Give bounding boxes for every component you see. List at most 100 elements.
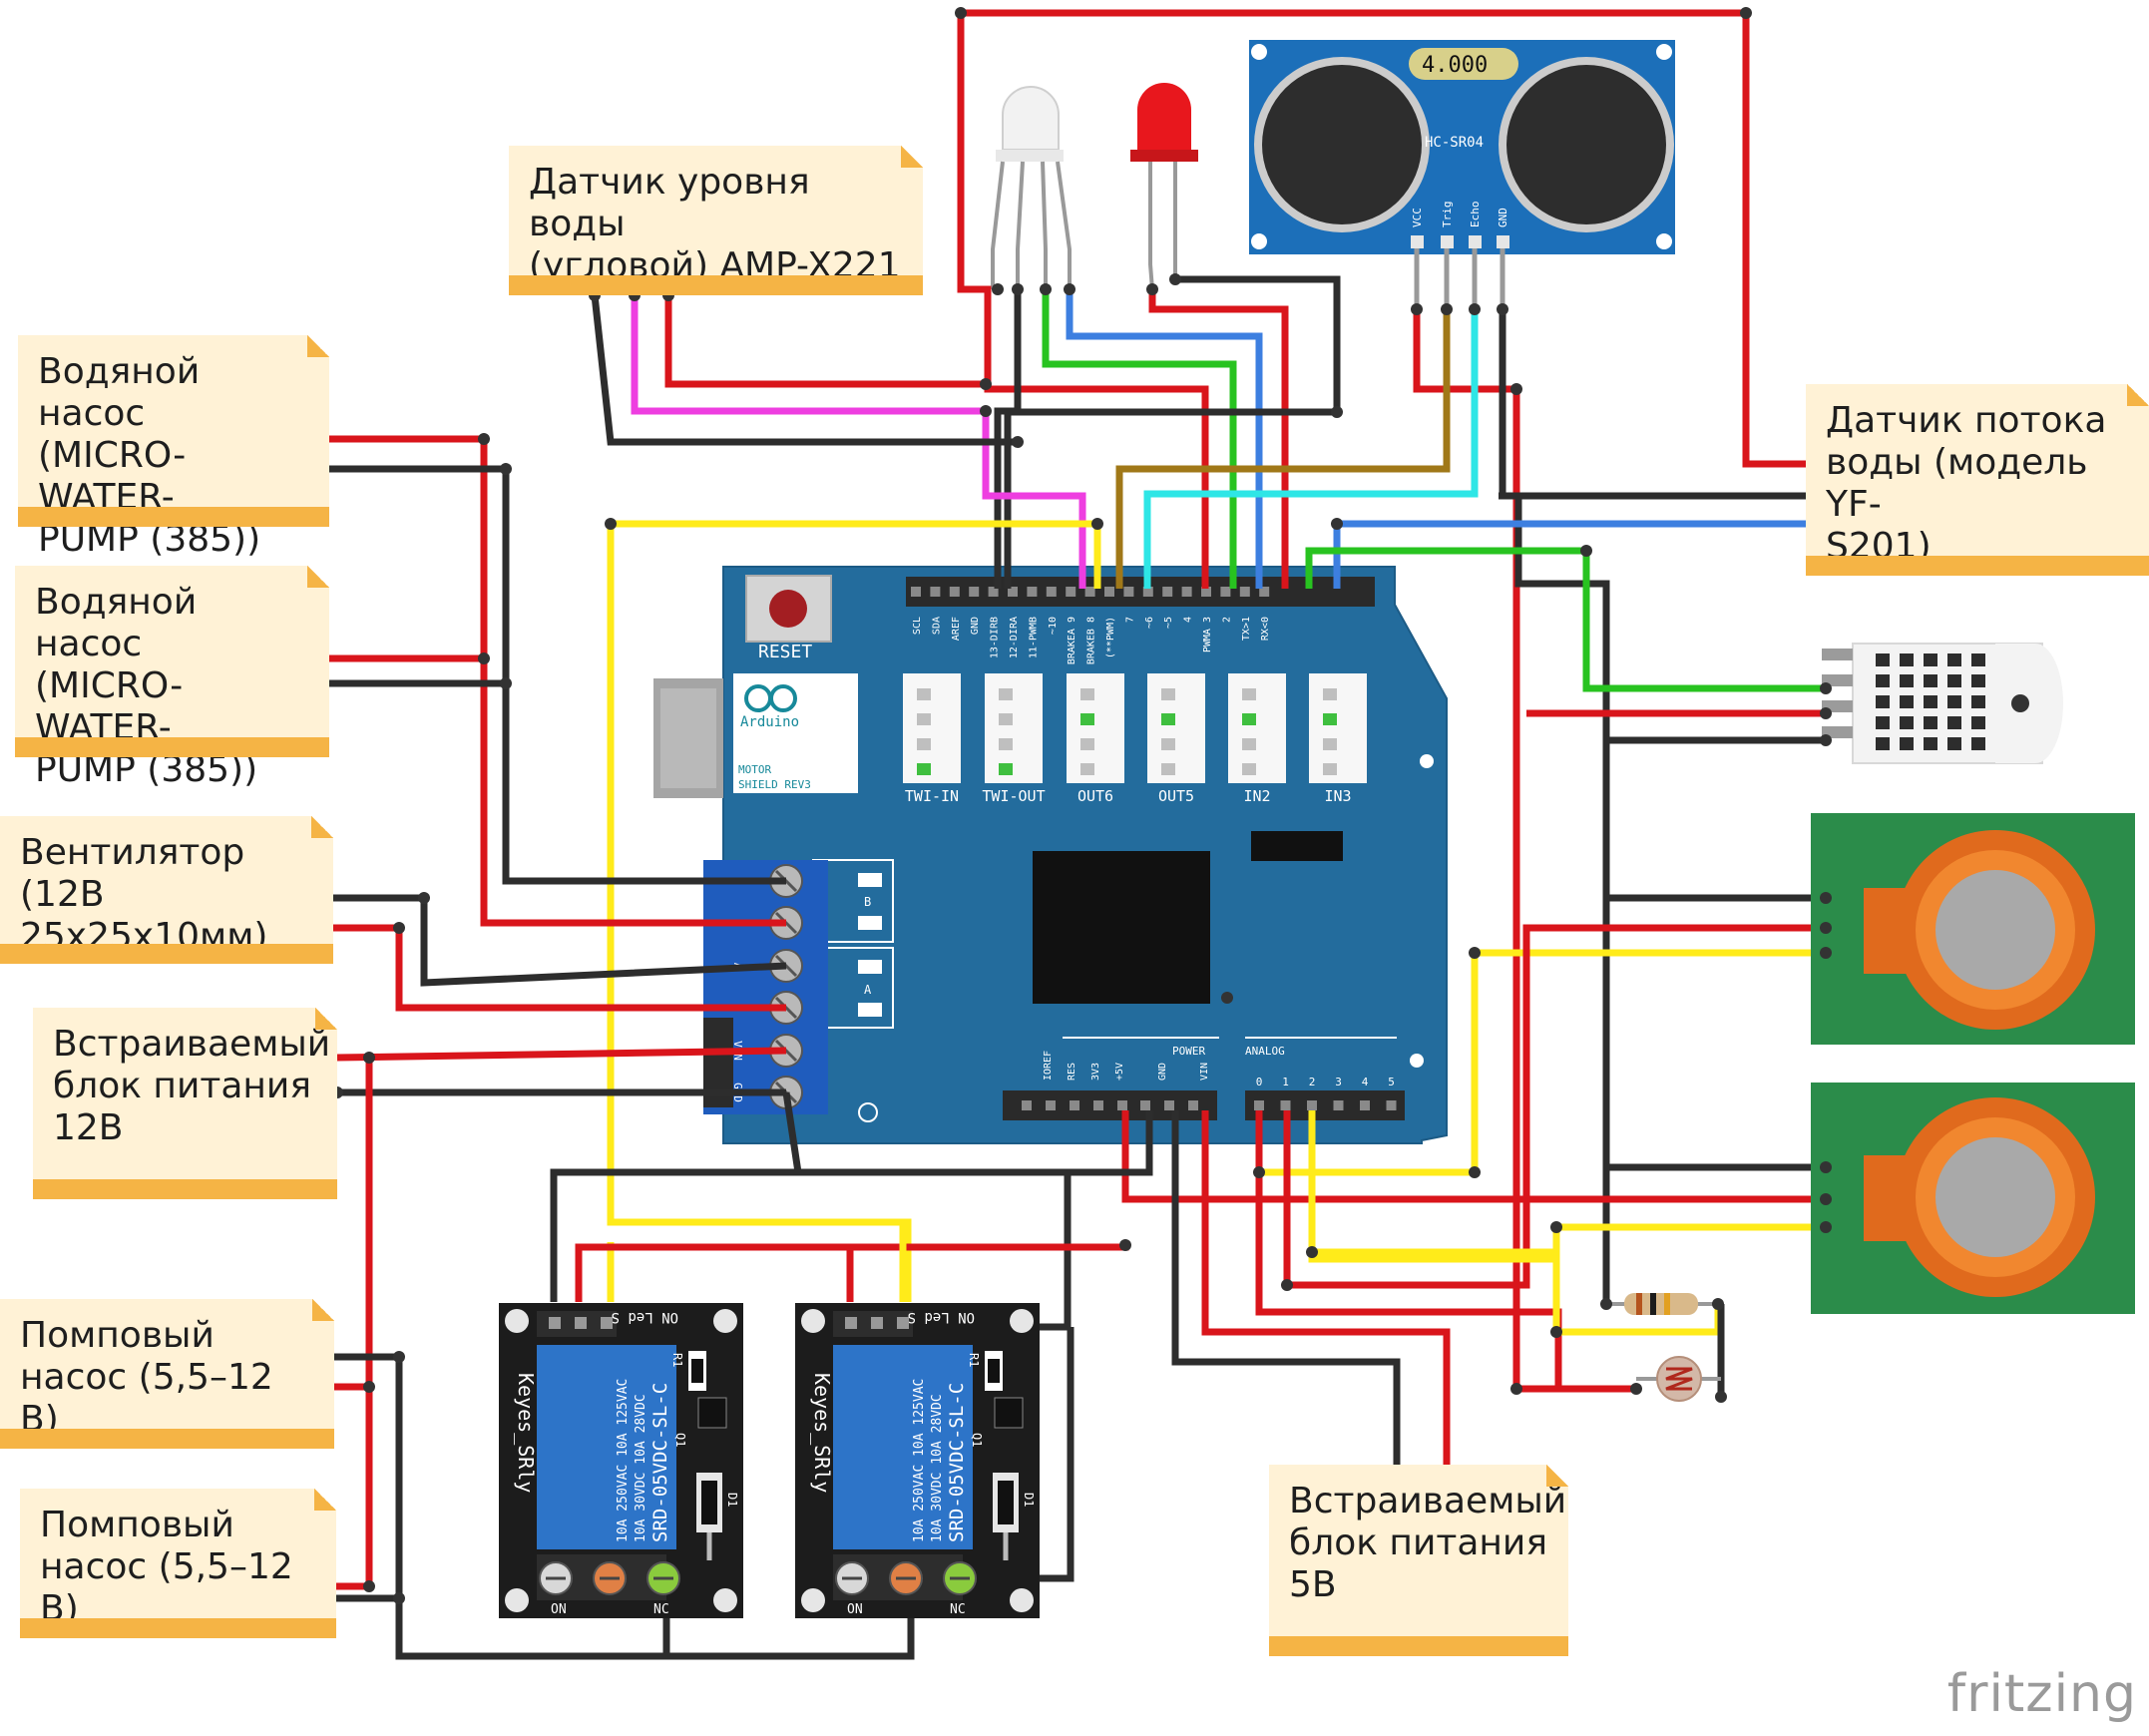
junction-dot	[1119, 1239, 1131, 1251]
relay-led-label: ON Led S	[908, 1309, 975, 1325]
relay-rating-1: 10A 250VAC 10A 125VAC	[912, 1379, 927, 1542]
junction-dot	[1630, 1383, 1642, 1395]
top-pin	[911, 587, 921, 597]
junction-dot	[1441, 303, 1453, 315]
top-pin-label: PWMA 3	[1202, 617, 1213, 652]
wire-junctions	[331, 7, 1832, 1604]
junction-dot	[393, 1592, 405, 1604]
top-pin	[1046, 587, 1057, 597]
wire	[329, 465, 786, 885]
analog-pin-label: 4	[1362, 1076, 1369, 1088]
junction-dot	[1469, 1166, 1481, 1178]
top-pin-label: GND	[970, 617, 981, 635]
junction-dot	[363, 1052, 375, 1064]
wire	[334, 1058, 373, 1590]
top-pin	[1162, 587, 1173, 597]
junction-dot	[1820, 707, 1832, 719]
rgb-led	[991, 86, 1072, 289]
analog-pin-label: 5	[1388, 1076, 1395, 1088]
junction-dot	[1411, 303, 1423, 315]
analog-header	[1245, 1090, 1405, 1120]
note-pump-1: Водяной насос (MICRO-WATER- PUMP (385))	[18, 335, 329, 560]
analog-pin-label: 3	[1335, 1076, 1342, 1088]
wire	[334, 1353, 670, 1660]
top-pin-label: BRAKEB 8	[1086, 617, 1097, 664]
junction-dot	[393, 922, 405, 934]
relay-rating-2: 10A 30VDC 10A 28VDC	[634, 1394, 648, 1542]
top-pin	[1239, 587, 1250, 597]
grove-connector	[903, 673, 961, 783]
connector-label: TWI-IN	[905, 787, 959, 805]
junction-dot	[1715, 1391, 1727, 1403]
note-text: Водяной насос (MICRO-WATER- PUMP (385))	[35, 582, 258, 790]
top-pin	[1008, 587, 1018, 597]
note-text: Датчик уровня воды (угловой) AMP-X221	[529, 162, 901, 286]
relay-brand: Keyes_SRly	[514, 1373, 538, 1493]
note-fan: Вентилятор (12В 25x25x10мм)	[0, 816, 333, 964]
resistor	[1606, 1293, 1718, 1315]
grove-connector	[1228, 673, 1286, 783]
junction-dot	[418, 892, 430, 904]
top-pin-label: TX>1	[1241, 617, 1252, 641]
note-dosing-pump-2: Помповый насос (5,5–12 В)	[20, 1489, 336, 1638]
power-pin-label: 3V3	[1090, 1063, 1101, 1081]
top-pin	[1066, 587, 1076, 597]
top-pin-label: 13-DIRB	[990, 617, 1001, 658]
junction-dot	[1091, 518, 1103, 530]
relay-r1: R1	[967, 1353, 981, 1367]
junction-dot	[605, 518, 617, 530]
note-dosing-pump-1: Помповый насос (5,5–12 В)	[0, 1299, 334, 1449]
junction-dot	[1550, 1221, 1562, 1233]
main-chip	[1033, 851, 1210, 1004]
top-pin-label: 12-DIRA	[1009, 617, 1020, 658]
power-pin-label: +5V	[1114, 1063, 1125, 1081]
top-pin-label: SDA	[931, 617, 942, 635]
junction-dot	[1331, 518, 1343, 530]
connector-label: TWI-OUT	[982, 787, 1045, 805]
junction-dot	[1012, 436, 1024, 448]
top-pin-label: 11-PWMB	[1028, 617, 1039, 658]
wire	[1042, 289, 1237, 589]
wire	[336, 1047, 787, 1062]
junction-dot	[1146, 283, 1158, 295]
power-pin-label: RES	[1067, 1063, 1077, 1081]
power-pin-label: VIN	[1199, 1063, 1210, 1081]
note-water-level-sensor: Датчик уровня воды (угловой) AMP-X221	[509, 146, 923, 295]
junction-dot	[1580, 545, 1592, 557]
relay-nc-label: NC	[950, 1602, 966, 1617]
connector-label: IN3	[1324, 787, 1351, 805]
wire	[1115, 309, 1451, 589]
arduino-brand: Arduino	[740, 714, 799, 730]
wire	[333, 924, 786, 1012]
top-pin	[1027, 587, 1038, 597]
note-pump-2: Водяной насос (MICRO-WATER- PUMP (385))	[15, 566, 329, 790]
wire	[1499, 309, 1610, 1304]
top-pin	[1259, 587, 1270, 597]
ultrasonic-pin-label: Echo	[1469, 202, 1482, 228]
grove-connector	[1309, 673, 1367, 783]
gas-sensor-2	[1811, 1083, 2135, 1314]
wire	[631, 295, 1086, 589]
grove-connector	[1067, 673, 1124, 783]
wire	[961, 9, 1806, 468]
relay-d1: D1	[1022, 1493, 1036, 1507]
junction-dot	[1820, 922, 1832, 934]
junction-dot	[363, 1580, 375, 1592]
top-pin-label: RX<0	[1260, 617, 1271, 641]
power-label: POWER	[1172, 1045, 1205, 1058]
relay-nc-label: NC	[653, 1602, 669, 1617]
ultrasonic-pin-label: Trig	[1441, 202, 1454, 228]
top-pin	[1181, 587, 1192, 597]
channel-b-label: B	[864, 895, 871, 909]
junction-dot	[478, 433, 490, 445]
top-pin	[1220, 587, 1231, 597]
top-pin-label: (**PWM)	[1105, 617, 1116, 658]
junction-dot	[1469, 947, 1481, 959]
junction-dot	[1712, 1298, 1724, 1310]
